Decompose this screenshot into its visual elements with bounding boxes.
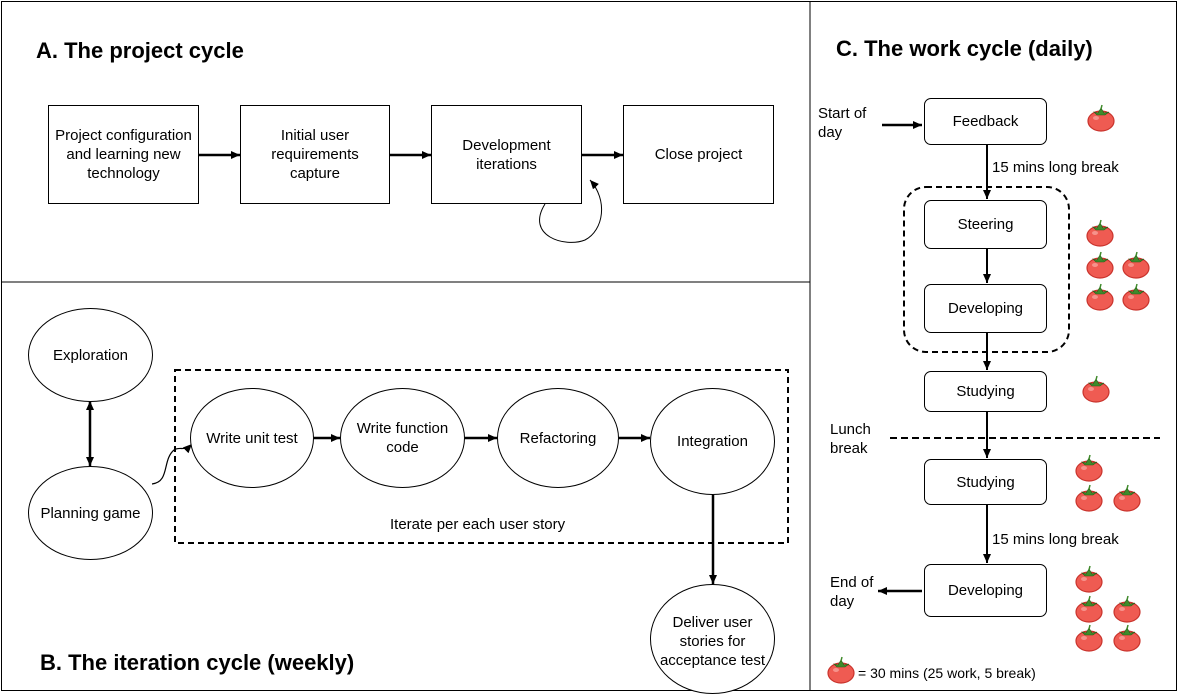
panel-a-title: A. The project cycle	[36, 38, 244, 63]
tomato-icon	[1113, 595, 1141, 623]
tomato-icon	[1086, 251, 1114, 279]
steering-developing-group	[903, 186, 1070, 353]
tomato-icon	[1122, 251, 1150, 279]
tomato-icon	[1087, 104, 1115, 132]
tomato-icon	[1075, 454, 1103, 482]
step-requirements-capture: Initial user requirements capture	[240, 105, 390, 204]
node-write-function-code: Write function code	[340, 388, 465, 488]
step-developing-morning: Developing	[924, 284, 1047, 333]
panel-b-title: B. The iteration cycle (weekly)	[40, 650, 355, 675]
node-deliver-user-stories: Deliver user stories for acceptance test	[650, 584, 775, 694]
node-refactoring: Refactoring	[497, 388, 619, 488]
step-steering: Steering	[924, 200, 1047, 249]
iterate-label: Iterate per each user story	[390, 516, 566, 533]
tomato-icon	[1075, 484, 1103, 512]
step-studying-afternoon: Studying	[924, 459, 1047, 505]
tomato-icon-legend	[827, 656, 855, 684]
step-studying-morning: Studying	[924, 371, 1047, 412]
tomato-icon	[1075, 595, 1103, 623]
tomato-icon	[1122, 283, 1150, 311]
tomato-icon	[1086, 219, 1114, 247]
label-break-2: 15 mins long break	[992, 531, 1119, 548]
step-developing-afternoon: Developing	[924, 564, 1047, 617]
tomato-icon	[1113, 624, 1141, 652]
tomato-icon	[1113, 484, 1141, 512]
step-development-iterations: Development iterations	[431, 105, 582, 204]
arrow-planning-unit-test	[151, 443, 193, 485]
label-break-1: 15 mins long break	[992, 159, 1119, 176]
step-project-configuration: Project configuration and learning new t…	[48, 105, 199, 204]
iterate-box	[174, 369, 789, 544]
tomato-icon	[1086, 283, 1114, 311]
label-start-of-day: Start of day	[818, 105, 867, 141]
tomato-icon	[1075, 565, 1103, 593]
node-exploration: Exploration	[28, 308, 153, 402]
legend-text: = 30 mins (25 work, 5 break)	[858, 665, 1036, 681]
node-integration: Integration	[650, 388, 775, 495]
label-end-of-day: End of day	[830, 574, 874, 610]
loop-arrow-development	[539, 179, 603, 243]
tomato-icon	[1075, 624, 1103, 652]
panel-c-title: C. The work cycle (daily)	[836, 36, 1093, 61]
step-feedback: Feedback	[924, 98, 1047, 145]
label-lunch-break: Lunch break	[830, 421, 871, 457]
node-planning-game: Planning game	[28, 466, 153, 560]
tomato-icon	[1082, 375, 1110, 403]
node-write-unit-test: Write unit test	[190, 388, 314, 488]
step-close-project: Close project	[623, 105, 774, 204]
